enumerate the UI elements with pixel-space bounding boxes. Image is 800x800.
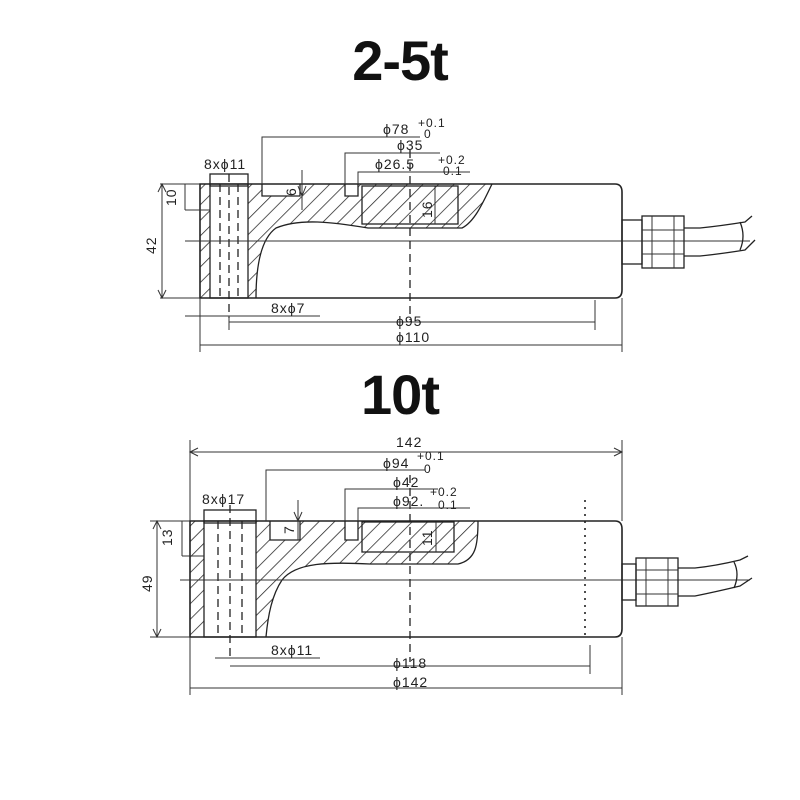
svg-text:0.1: 0.1 [438,498,458,512]
pocket-top [361,185,459,225]
svg-text:42: 42 [143,236,159,254]
pocket-bottom [361,521,455,553]
svg-text:6: 6 [283,187,299,196]
svg-text:11: 11 [419,529,435,546]
dim-d142: ϕ142 [393,674,428,690]
dim-bolt-top: 8xϕ11 [204,156,246,172]
dim-d110: ϕ110 [396,329,430,345]
svg-text:0: 0 [424,462,432,476]
drawing-10t: 142 ϕ94 +0.1 0 ϕ42 ϕ92. +0.2 0.1 8xϕ17 1… [139,434,753,695]
dims-top [157,136,623,352]
svg-text:+0.1: +0.1 [417,449,445,463]
svg-text:13: 13 [159,528,175,546]
dim-bolt-top-10t: 8xϕ17 [202,491,245,507]
dim-w142: 142 [396,434,422,450]
drawing-2-5t: ϕ78 +0.1 0 ϕ35 ϕ26.5 +0.2 0.1 8xϕ11 10 6… [143,116,756,352]
dim-bolt-bottom: 8xϕ7 [271,300,305,316]
title-2-5t: 2-5t [352,29,449,92]
svg-text:+0.2: +0.2 [430,485,458,499]
svg-text:7: 7 [281,525,297,534]
svg-text:49: 49 [139,574,155,592]
dim-bolt-bottom-10t: 8xϕ11 [271,642,313,658]
dim-d92: ϕ92. [393,493,424,509]
svg-text:0: 0 [424,127,432,141]
svg-text:+0.2: +0.2 [438,153,466,167]
body-outline-bottom [189,520,623,638]
dim-d118: ϕ118 [393,655,427,671]
dim-d95: ϕ95 [396,313,422,329]
svg-text:+0.1: +0.1 [418,116,446,130]
dim-d42: ϕ42 [393,474,419,490]
cable-gland-top [621,215,756,269]
dim-d94: ϕ94 [383,455,409,471]
cable-gland-bottom [621,555,753,607]
body-outline-top [199,183,623,299]
svg-text:10: 10 [163,188,179,206]
dim-d78: ϕ78 [383,121,409,137]
title-10t: 10t [361,363,440,426]
dims-bottom [150,440,624,695]
svg-text:0.1: 0.1 [443,164,463,178]
dim-d35: ϕ35 [397,137,423,153]
svg-text:16: 16 [419,200,435,218]
dim-d26: ϕ26.5 [375,156,415,172]
